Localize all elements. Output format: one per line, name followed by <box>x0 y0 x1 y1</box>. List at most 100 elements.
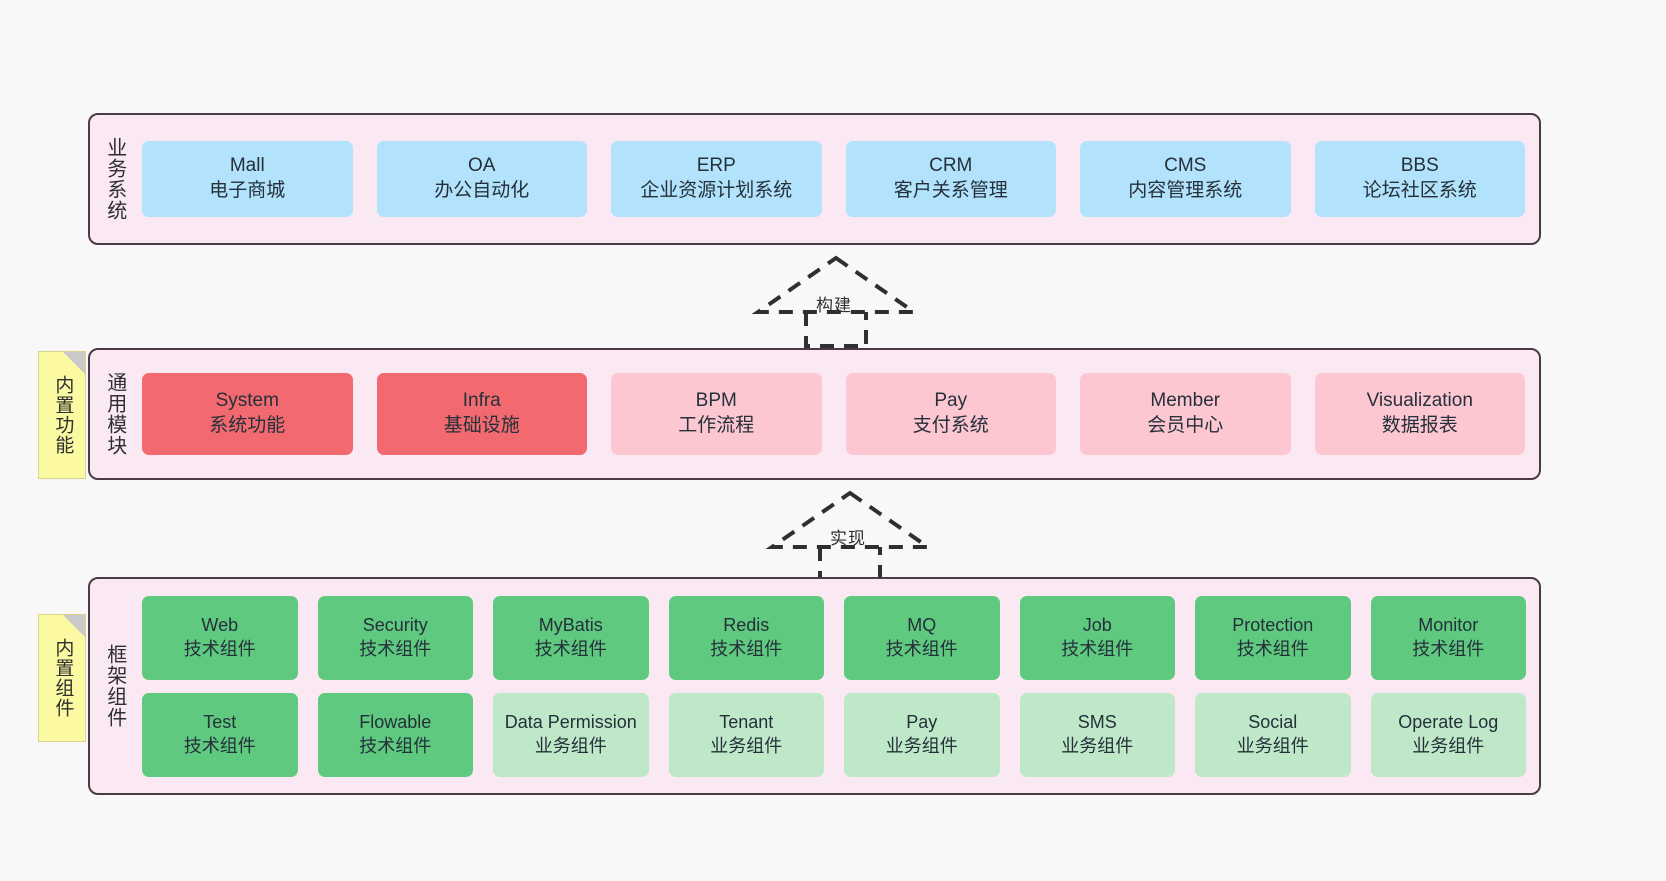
card-flowable[interactable]: Flowable 技术组件 <box>317 692 473 777</box>
card-monitor[interactable]: Monitor 技术组件 <box>1370 595 1526 680</box>
card-visualization[interactable]: Visualization 数据报表 <box>1314 373 1525 455</box>
card-title-en: ERP <box>696 155 736 177</box>
layer-body-business-system: Mall 电子商城 OA 办公自动化 ERP 企业资源计划系统 CRM 客户关系… <box>138 115 1539 243</box>
layer-body-common-modules: System 系统功能 Infra 基础设施 BPM 工作流程 Pay 支付系统… <box>138 350 1539 478</box>
card-title-en: Flowable <box>359 712 432 733</box>
card-test[interactable]: Test 技术组件 <box>142 692 298 777</box>
card-title-cn: 办公自动化 <box>434 180 530 201</box>
note-builtin-function[interactable]: 内置功能 <box>38 351 86 479</box>
card-job[interactable]: Job 技术组件 <box>1019 595 1175 680</box>
card-social[interactable]: Social 业务组件 <box>1195 692 1351 777</box>
note-builtin-component[interactable]: 内置组件 <box>38 614 86 742</box>
card-title-en: Pay <box>934 390 968 412</box>
card-mq[interactable]: MQ 技术组件 <box>844 595 1000 680</box>
card-bbs[interactable]: BBS 论坛社区系统 <box>1314 141 1525 217</box>
card-title-en: Redis <box>723 615 770 636</box>
card-title-en: Social <box>1248 712 1298 733</box>
layer-title-framework-components: 框架组件 <box>103 644 126 728</box>
layer-body-framework-components: Web 技术组件 Security 技术组件 MyBatis 技术组件 Redi… <box>138 579 1539 793</box>
card-title-en: Tenant <box>719 712 774 733</box>
card-title-en: Test <box>203 712 237 733</box>
card-web[interactable]: Web 技术组件 <box>142 595 298 680</box>
card-title-cn: 工作流程 <box>678 415 755 436</box>
card-operate-log[interactable]: Operate Log 业务组件 <box>1370 692 1526 777</box>
card-title-cn: 业务组件 <box>1061 735 1134 756</box>
card-title-en: System <box>215 390 279 412</box>
card-title-en: Data Permission <box>504 712 637 733</box>
note-label: 内置组件 <box>52 638 74 718</box>
card-title-cn: 技术组件 <box>710 638 783 659</box>
card-title-en: Member <box>1150 390 1221 412</box>
card-title-cn: 客户关系管理 <box>893 180 1008 201</box>
card-title-en: Visualization <box>1366 390 1473 412</box>
layer-business-system[interactable]: 业务系统 Mall 电子商城 OA 办公自动化 ERP 企业资源计划系统 CRM… <box>88 113 1541 245</box>
card-pay-module[interactable]: Pay 支付系统 <box>845 373 1056 455</box>
note-fold-icon <box>63 352 85 374</box>
card-title-cn: 支付系统 <box>912 415 989 436</box>
layer-common-modules[interactable]: 通用模块 System 系统功能 Infra 基础设施 BPM 工作流程 Pay… <box>88 348 1541 480</box>
card-title-en: BBS <box>1400 155 1439 177</box>
card-security[interactable]: Security 技术组件 <box>317 595 473 680</box>
card-title-cn: 技术组件 <box>1061 638 1134 659</box>
card-mall[interactable]: Mall 电子商城 <box>142 141 353 217</box>
card-row: System 系统功能 Infra 基础设施 BPM 工作流程 Pay 支付系统… <box>142 373 1525 455</box>
card-title-en: Operate Log <box>1398 712 1499 733</box>
card-title-cn: 技术组件 <box>534 638 607 659</box>
connector-build-label: 构建 <box>816 296 852 315</box>
card-sms[interactable]: SMS 业务组件 <box>1019 692 1175 777</box>
card-title-cn: 企业资源计划系统 <box>640 180 793 201</box>
layer-framework-components[interactable]: 框架组件 Web 技术组件 Security 技术组件 MyBatis 技术组件… <box>88 577 1541 795</box>
card-title-en: Protection <box>1232 615 1314 636</box>
card-title-cn: 技术组件 <box>359 638 432 659</box>
card-title-en: Pay <box>906 712 938 733</box>
card-title-cn: 技术组件 <box>359 735 432 756</box>
card-title-cn: 业务组件 <box>1412 735 1485 756</box>
layer-title-business-system: 业务系统 <box>103 137 126 221</box>
card-member[interactable]: Member 会员中心 <box>1080 373 1291 455</box>
card-title-cn: 业务组件 <box>1236 735 1309 756</box>
card-title-cn: 业务组件 <box>534 735 607 756</box>
card-title-en: Web <box>201 615 239 636</box>
note-fold-icon <box>63 615 85 637</box>
card-title-cn: 技术组件 <box>1412 638 1485 659</box>
card-title-en: SMS <box>1077 712 1117 733</box>
card-title-en: MyBatis <box>538 615 603 636</box>
card-erp[interactable]: ERP 企业资源计划系统 <box>611 141 822 217</box>
card-title-en: MQ <box>907 615 937 636</box>
connector-implement-label: 实现 <box>830 529 866 548</box>
card-crm[interactable]: CRM 客户关系管理 <box>845 141 1056 217</box>
card-title-en: Monitor <box>1418 615 1479 636</box>
card-title-en: Security <box>362 615 428 636</box>
card-title-en: CRM <box>929 155 973 177</box>
card-pay-component[interactable]: Pay 业务组件 <box>844 692 1000 777</box>
card-infra[interactable]: Infra 基础设施 <box>376 373 587 455</box>
card-cms[interactable]: CMS 内容管理系统 <box>1080 141 1291 217</box>
card-data-permission[interactable]: Data Permission 业务组件 <box>493 692 649 777</box>
card-title-cn: 技术组件 <box>183 735 256 756</box>
card-title-cn: 论坛社区系统 <box>1362 180 1477 201</box>
card-redis[interactable]: Redis 技术组件 <box>668 595 824 680</box>
card-title-cn: 技术组件 <box>885 638 958 659</box>
card-tenant[interactable]: Tenant 业务组件 <box>668 692 824 777</box>
card-title-cn: 业务组件 <box>885 735 958 756</box>
note-label: 内置功能 <box>52 375 74 455</box>
card-title-cn: 会员中心 <box>1147 415 1224 436</box>
card-title-cn: 内容管理系统 <box>1128 180 1243 201</box>
card-row: Web 技术组件 Security 技术组件 MyBatis 技术组件 Redi… <box>142 595 1526 680</box>
card-title-en: CMS <box>1164 155 1207 177</box>
card-protection[interactable]: Protection 技术组件 <box>1195 595 1351 680</box>
card-row: Test 技术组件 Flowable 技术组件 Data Permission … <box>142 692 1526 777</box>
card-title-cn: 系统功能 <box>209 415 286 436</box>
card-oa[interactable]: OA 办公自动化 <box>376 141 587 217</box>
card-title-cn: 基础设施 <box>443 415 520 436</box>
card-title-cn: 技术组件 <box>183 638 256 659</box>
card-system[interactable]: System 系统功能 <box>142 373 353 455</box>
card-title-en: Infra <box>462 390 501 412</box>
card-title-cn: 电子商城 <box>209 180 286 201</box>
card-row: Mall 电子商城 OA 办公自动化 ERP 企业资源计划系统 CRM 客户关系… <box>142 141 1525 217</box>
card-mybatis[interactable]: MyBatis 技术组件 <box>493 595 649 680</box>
card-title-cn: 技术组件 <box>1236 638 1309 659</box>
card-bpm[interactable]: BPM 工作流程 <box>611 373 822 455</box>
card-title-en: Job <box>1082 615 1112 636</box>
